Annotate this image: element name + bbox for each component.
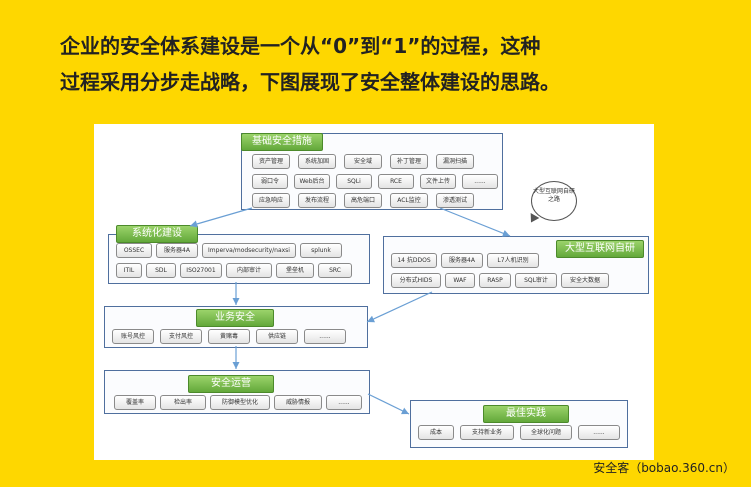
best-practice-title: 最佳实践 <box>483 405 569 423</box>
thought-bubble: 大型互联网自研之路 <box>531 181 577 221</box>
basic-item: 弱口令 <box>252 174 288 189</box>
best-practice-item: 全球化问题 <box>520 425 572 440</box>
arrow-basic-to-system <box>189 207 253 228</box>
research-item: 14 抗DDOS <box>391 253 437 268</box>
system-item: 内部审计 <box>226 263 272 278</box>
research-item: 服务器4A <box>441 253 483 268</box>
headline-line-2: 过程采用分步走战略，下图展现了安全整体建设的思路。 <box>60 70 560 94</box>
business-item: 黄赌毒 <box>208 329 250 344</box>
business-title: 业务安全 <box>196 309 274 327</box>
research-item: 分布式HIDS <box>391 273 441 288</box>
system-item: OSSEC <box>116 243 152 258</box>
system-item: splunk <box>300 243 342 258</box>
source-credit: 安全客（bobao.360.cn） <box>593 461 735 475</box>
basic-item: ACL监控 <box>390 193 428 208</box>
basic-item: 渗透测试 <box>436 193 474 208</box>
basic-item: 应急响应 <box>252 193 290 208</box>
ops-item: 检出率 <box>160 395 206 410</box>
business-item: 支付风控 <box>160 329 202 344</box>
system-item: ITIL <box>116 263 142 278</box>
ops-item: 覆盖率 <box>114 395 156 410</box>
basic-item: Web后台 <box>294 174 330 189</box>
basic-item: 系统加固 <box>298 154 336 169</box>
arrow-research-to-business <box>366 291 433 323</box>
research-item: SQL审计 <box>515 273 557 288</box>
best-practice-item: 成本 <box>418 425 454 440</box>
research-item: L7人机识别 <box>487 253 539 268</box>
basic-item: ...... <box>462 174 498 189</box>
ops-title: 安全运营 <box>188 375 274 393</box>
basic-item: 资产管理 <box>252 154 290 169</box>
business-item: ...... <box>304 329 346 344</box>
research-title: 大型互联网自研 <box>556 240 644 258</box>
best-practice-item: 支持新业务 <box>460 425 514 440</box>
system-item: ISO27001 <box>180 263 222 278</box>
system-item: 服务器4A <box>156 243 198 258</box>
basic-item: 发布流程 <box>298 193 336 208</box>
research-item: WAF <box>445 273 475 288</box>
basic-item: RCE <box>378 174 414 189</box>
research-item: 安全大数据 <box>561 273 609 288</box>
arrow-ops-to-best <box>367 393 410 415</box>
best-practice-item: ...... <box>578 425 620 440</box>
basic-item: 补丁管理 <box>390 154 428 169</box>
research-item: RASP <box>479 273 511 288</box>
system-item: SDL <box>146 263 176 278</box>
headline-line-1: 企业的安全体系建设是一个从“0”到“1”的过程，这种 <box>60 34 541 58</box>
basic-security-title: 基础安全措施 <box>241 133 323 151</box>
basic-item: 安全域 <box>344 154 382 169</box>
ops-item: 防御模型优化 <box>210 395 270 410</box>
basic-item: 高危端口 <box>344 193 382 208</box>
basic-item: SQLi <box>336 174 372 189</box>
business-item: 供应链 <box>256 329 298 344</box>
ops-item: 威胁情报 <box>274 395 322 410</box>
headline: 企业的安全体系建设是一个从“0”到“1”的过程，这种 过程采用分步走战略，下图展… <box>60 28 740 100</box>
basic-item: 文件上传 <box>420 174 456 189</box>
best-practice-group <box>410 400 628 448</box>
business-item: 账号风控 <box>112 329 154 344</box>
ops-item: ...... <box>326 395 362 410</box>
system-title: 系统化建设 <box>116 225 198 243</box>
system-item: SRC <box>318 263 352 278</box>
system-item: 堡垒机 <box>276 263 314 278</box>
system-item: Imperva/modsecurity/naxsi <box>202 243 296 258</box>
arrow-basic-to-research <box>439 207 511 237</box>
basic-item: 漏洞扫描 <box>436 154 474 169</box>
